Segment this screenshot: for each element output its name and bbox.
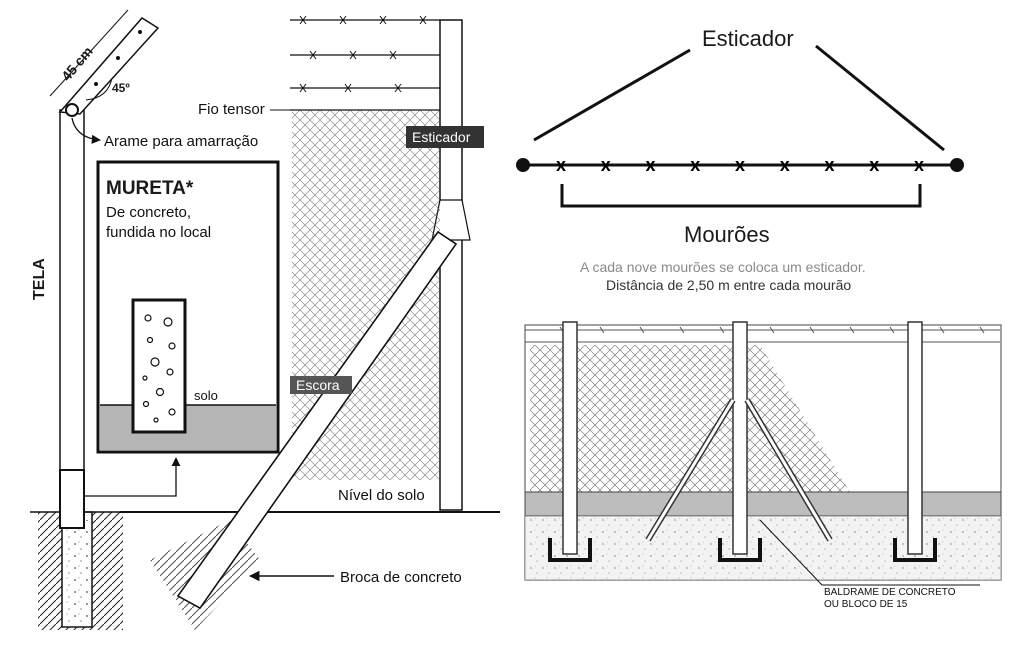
drill-label: Broca de concreto [340, 569, 462, 586]
note-line2: Distância de 2,50 m entre cada mourão [606, 277, 851, 293]
wall-desc-line1: De concreto, [106, 204, 191, 221]
fence-post-left [59, 109, 85, 529]
post-1 [548, 321, 592, 562]
brace-label: Escora [296, 377, 340, 393]
ground-section [30, 511, 500, 630]
brace-label-box [290, 376, 352, 394]
post-marker: x [646, 155, 656, 175]
top-right-diagram: Esticador x x x x x x x x x Mourões A cada nove … [516, 26, 964, 293]
wall-detail-box [96, 160, 280, 454]
tensioner-box [406, 126, 484, 148]
post-marker: x [780, 155, 790, 175]
note-line1: A cada nove mourões se coloca um esticad… [580, 259, 866, 275]
brace [150, 230, 458, 630]
wall-desc-line2: fundida no local [106, 224, 211, 241]
right-end-post [950, 158, 964, 172]
post-marker: x [914, 155, 924, 175]
angled-post-top [49, 9, 160, 117]
posts-label: Mourões [684, 222, 770, 247]
tensioner-box-label: Esticador [412, 129, 471, 145]
post-marker: x [556, 155, 566, 175]
tensioner-title: Esticador [702, 26, 794, 51]
mesh-label: TELA [31, 258, 48, 300]
footing-label-line1: BALDRAME DE CONCRETO [824, 587, 956, 598]
bottom-right-diagram: BALDRAME DE CONCRETO OU BLOCO DE 15 [524, 321, 1002, 610]
left-end-post [516, 158, 530, 172]
concrete-aggregate [142, 314, 176, 423]
footing-label-line2: OU BLOCO DE 15 [824, 599, 908, 610]
post-marker: x [735, 155, 745, 175]
post-marker: x [869, 155, 879, 175]
tension-wire-label: Fio tensor [198, 101, 265, 118]
angle-label: 45º [112, 81, 130, 95]
tie-wire-label: Arame para amarração [104, 133, 258, 150]
post-marker: x [601, 155, 611, 175]
post-3 [893, 321, 937, 562]
wall-title: MURETA* [106, 178, 194, 199]
post-marker: x [825, 155, 835, 175]
post-2 [718, 321, 762, 562]
post-marker: x [690, 155, 700, 175]
ground-level-label: Nível do solo [338, 487, 425, 504]
soil-label: solo [194, 388, 218, 403]
left-diagram: 45 cm 45º Arame para amarração TELA MURE… [30, 9, 500, 630]
